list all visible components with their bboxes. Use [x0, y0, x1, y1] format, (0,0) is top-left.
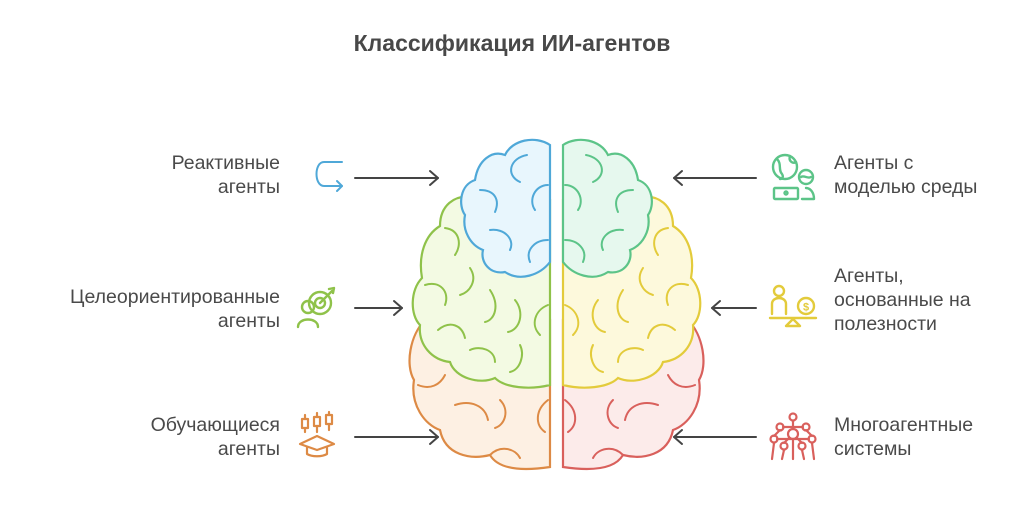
arrow-right-icon [354, 300, 403, 316]
brain-region-green [561, 138, 653, 278]
label-line: основанные на [834, 289, 971, 311]
globe-laptop-person-icon [771, 153, 816, 201]
label-line: Реактивные [171, 152, 280, 174]
label-line: моделью среды [834, 176, 978, 198]
label-line: агенты [217, 310, 280, 332]
brain-region-blue [460, 138, 552, 278]
label-line: агенты [217, 438, 280, 460]
arrow-right-icon [354, 170, 439, 186]
label-line: Целеориентированные [70, 286, 280, 308]
person-scale-coin-icon: $ [768, 284, 818, 328]
label-model-based-agents: Агенты с моделью среды [834, 151, 977, 199]
arrow-right-icon [354, 429, 439, 445]
u-turn-arrow-icon [315, 161, 343, 192]
label-line: Многоагентные [834, 414, 974, 436]
label-line: агенты [217, 176, 280, 198]
arrow-left-icon [673, 170, 757, 186]
person-target-icon [296, 286, 336, 329]
label-goal-oriented-agents: Целеориентированные агенты [70, 285, 280, 333]
svg-text:$: $ [803, 302, 809, 314]
label-multi-agent-systems: Многоагентные системы [834, 413, 973, 461]
network-atom-icon [769, 412, 817, 461]
label-utility-based-agents: Агенты, основанные на полезности [834, 264, 971, 336]
graduation-candles-icon [298, 410, 336, 458]
arrow-left-icon [673, 429, 757, 445]
diagram-title: Классификация ИИ-агентов [353, 30, 671, 56]
arrow-left-icon [711, 300, 757, 316]
label-line: Обучающиеся [150, 414, 280, 436]
label-learning-agents: Обучающиеся агенты [151, 413, 280, 461]
label-line: Агенты с [834, 152, 914, 174]
label-line: полезности [834, 313, 937, 335]
label-reactive-agents: Реактивные агенты [172, 151, 280, 199]
label-line: системы [834, 438, 912, 460]
label-line: Агенты, [834, 265, 904, 287]
